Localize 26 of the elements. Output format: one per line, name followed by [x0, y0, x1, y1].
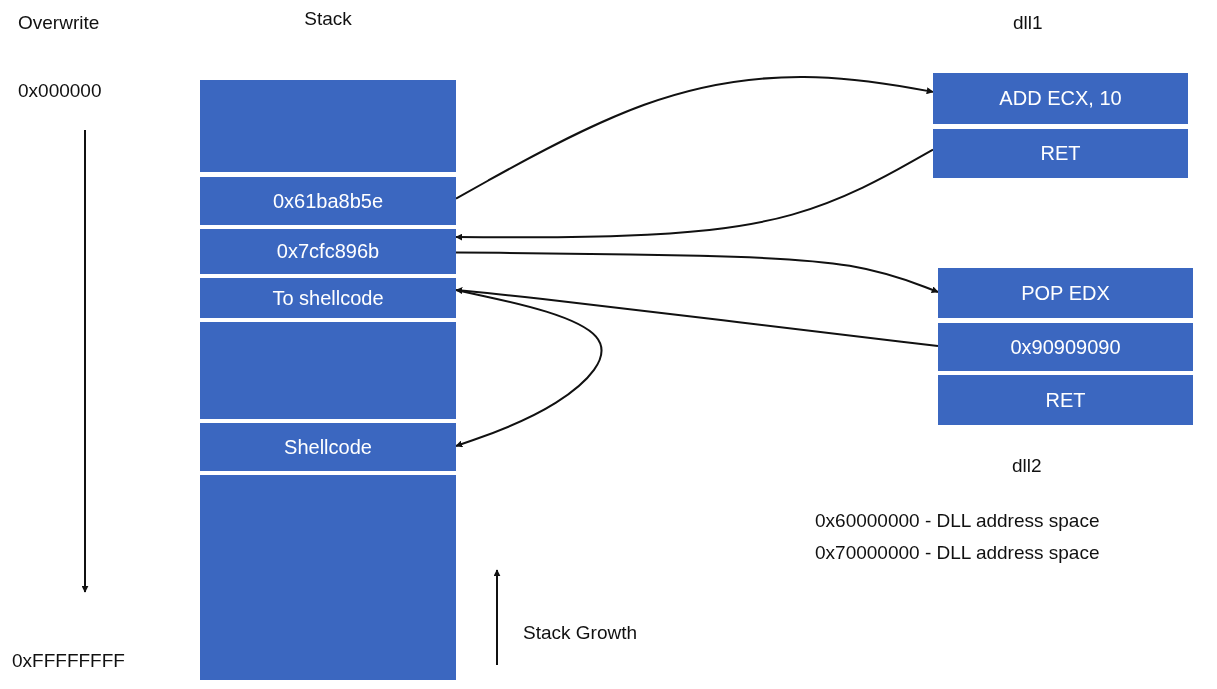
stack-heading: Stack	[304, 8, 352, 29]
arrow	[455, 251, 939, 293]
address-label: 0x000000	[18, 80, 102, 102]
stack-slot: To shellcode	[200, 278, 456, 318]
arrow	[455, 148, 934, 241]
section-label: dll1	[1013, 12, 1043, 34]
axis-label: Stack Growth	[523, 622, 638, 644]
arrow	[455, 76, 934, 200]
instruction-box: ADD ECX, 10	[933, 73, 1188, 124]
address-label: 0xFFFFFFFF	[12, 650, 125, 672]
stack-slot: 0x7cfc896b	[200, 229, 456, 274]
instruction-box: RET	[938, 375, 1193, 425]
empty-stack-slot	[200, 322, 456, 419]
empty-stack-slot	[200, 80, 456, 172]
stack-slot: 0x61ba8b5e	[200, 177, 456, 225]
instruction-box: RET	[933, 129, 1188, 178]
instruction-box: 0x90909090	[938, 323, 1193, 371]
axis-label: Overwrite	[18, 12, 100, 34]
instruction-box: POP EDX	[938, 268, 1193, 318]
empty-stack-slot	[200, 475, 456, 680]
section-label: dll2	[1012, 455, 1042, 477]
arrow	[455, 289, 603, 448]
note: 0x70000000 - DLL address space	[815, 542, 1100, 564]
arrow	[455, 287, 939, 348]
note: 0x60000000 - DLL address space	[815, 510, 1100, 532]
stack-slot: Shellcode	[200, 423, 456, 471]
